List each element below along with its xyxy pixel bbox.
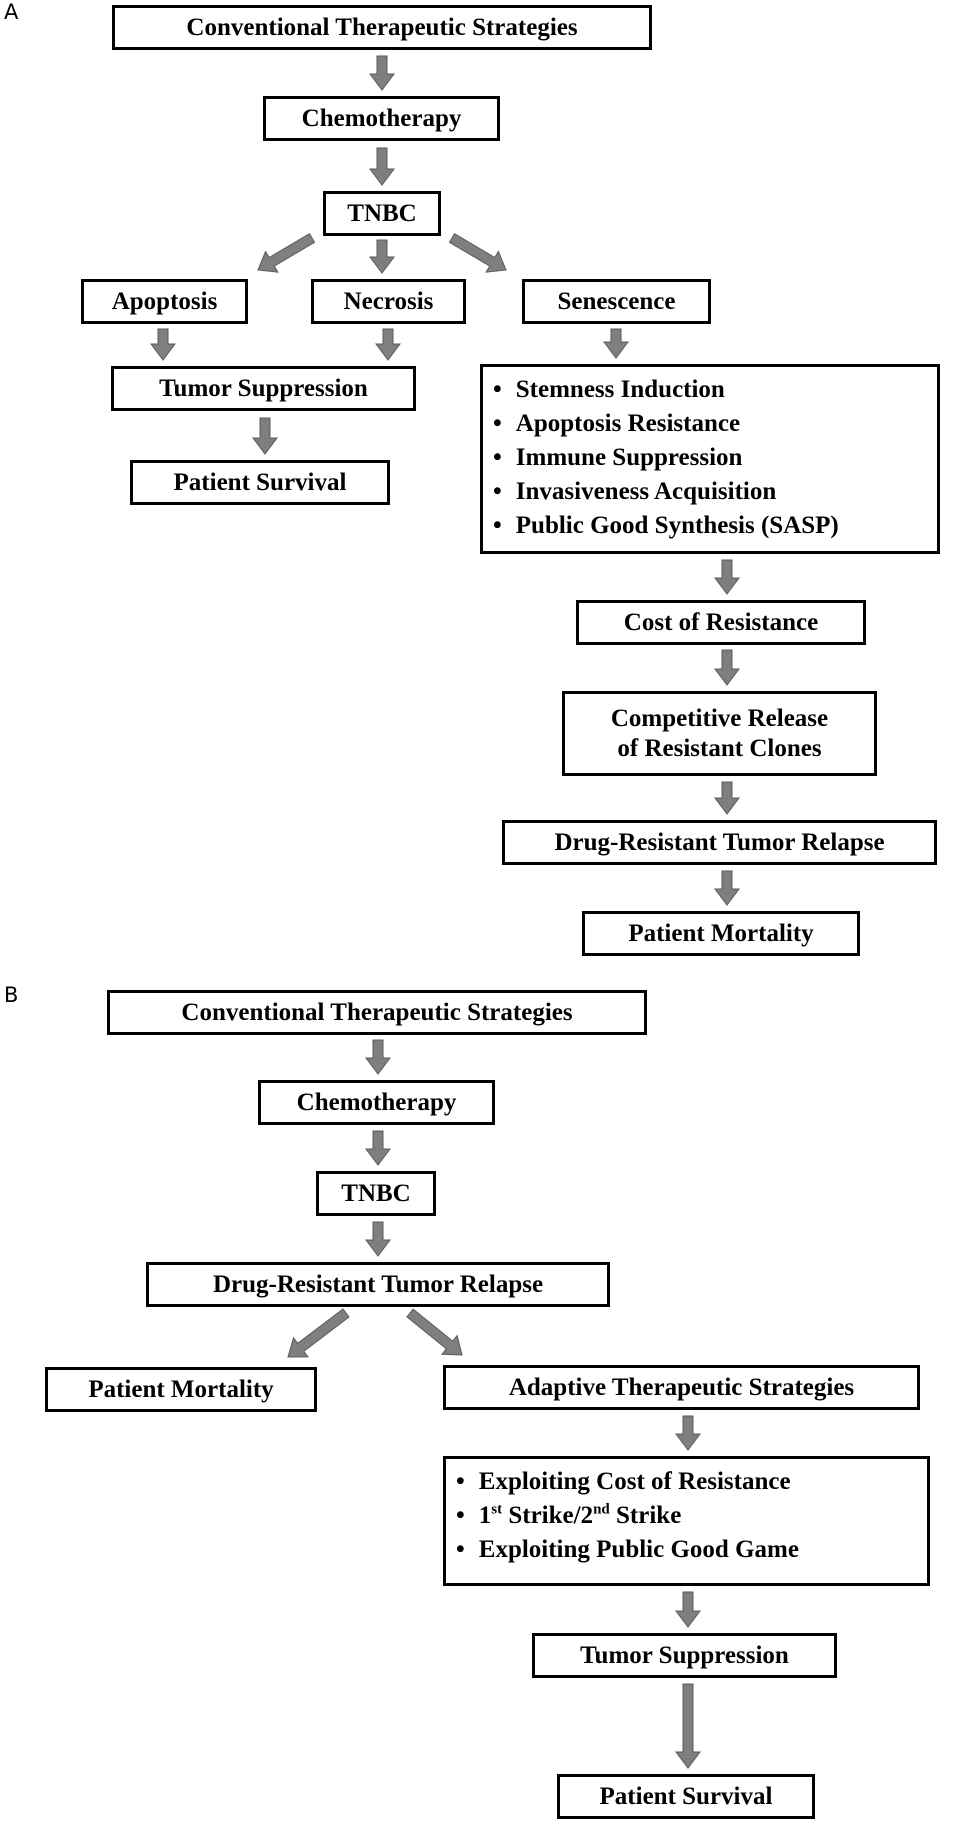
strategies-list: Exploiting Cost of Resistance 1st Strike… (456, 1465, 799, 1567)
b-tumor-suppression-box: Tumor Suppression (532, 1633, 837, 1678)
a-apoptosis-box: Apoptosis (81, 279, 248, 324)
strike-first-suffix: st (491, 1501, 503, 1518)
b-tnbc-box: TNBC (316, 1171, 436, 1216)
b-patient-survival-box: Patient Survival (557, 1774, 815, 1819)
b-relapse-box: Drug-Resistant Tumor Relapse (146, 1262, 610, 1307)
arrow-icon (365, 1130, 391, 1166)
arrow-icon (369, 239, 395, 274)
strike-second-suffix: nd (593, 1501, 610, 1518)
arrow-icon (714, 781, 740, 815)
effect-item: Stemness Induction (493, 373, 839, 407)
arrow-icon (675, 1415, 701, 1451)
a-competitive-release-box: Competitive Release of Resistant Clones (562, 691, 877, 776)
b-adaptive-strategies-box: Adaptive Therapeutic Strategies (443, 1365, 920, 1410)
b-patient-mortality-box: Patient Mortality (45, 1367, 317, 1412)
arrow-icon (714, 870, 740, 906)
a-cost-of-resistance-box: Cost of Resistance (576, 600, 866, 645)
b-strategies-box: Exploiting Cost of Resistance 1st Strike… (443, 1456, 930, 1586)
strategy-item: Exploiting Public Good Game (456, 1533, 799, 1567)
strike-first-number: 1 (478, 1502, 492, 1529)
arrow-icon (448, 233, 507, 273)
a-necrosis-box: Necrosis (311, 279, 466, 324)
panel-a-label: A (4, 0, 19, 24)
a-senescence-box: Senescence (522, 279, 711, 324)
a-relapse-box: Drug-Resistant Tumor Relapse (502, 820, 937, 865)
effect-item: Immune Suppression (493, 441, 839, 475)
arrow-icon (714, 649, 740, 686)
competitive-release-line1: Competitive Release (610, 704, 829, 732)
arrow-icon (365, 1221, 391, 1257)
arrow-icon (603, 328, 629, 359)
effect-item: Apoptosis Resistance (493, 407, 839, 441)
strategy-item: 1st Strike/2nd Strike (456, 1499, 799, 1533)
effect-item: Public Good Synthesis (SASP) (493, 509, 839, 543)
arrow-icon (406, 1308, 463, 1356)
a-chemotherapy-box: Chemotherapy (263, 96, 500, 141)
b-conventional-strategies-box: Conventional Therapeutic Strategies (107, 990, 647, 1035)
arrow-icon (365, 1039, 391, 1075)
a-tumor-suppression-box: Tumor Suppression (111, 366, 416, 411)
arrow-icon (369, 147, 395, 186)
strike-middle-text: Strike/2 (502, 1502, 594, 1529)
a-patient-survival-box: Patient Survival (130, 460, 390, 505)
arrow-icon (257, 233, 316, 273)
arrow-icon (150, 328, 176, 361)
strike-end-text: Strike (609, 1502, 682, 1529)
arrow-icon (714, 559, 740, 595)
panel-b-label: B (4, 983, 19, 1007)
arrow-icon (369, 55, 395, 91)
senescence-effects-list: Stemness Induction Apoptosis Resistance … (493, 373, 839, 543)
strategy-item: Exploiting Cost of Resistance (456, 1465, 799, 1499)
a-conventional-strategies-box: Conventional Therapeutic Strategies (112, 5, 652, 50)
arrow-icon (252, 417, 278, 455)
arrow-icon (375, 328, 401, 361)
arrow-icon (675, 1591, 701, 1628)
arrow-icon (287, 1308, 350, 1358)
competitive-release-line2: of Resistant Clones (617, 734, 822, 762)
a-tnbc-box: TNBC (323, 191, 441, 236)
a-patient-mortality-box: Patient Mortality (582, 911, 860, 956)
a-senescence-effects-box: Stemness Induction Apoptosis Resistance … (480, 364, 940, 554)
effect-item: Invasiveness Acquisition (493, 475, 839, 509)
arrow-icon (675, 1683, 701, 1769)
b-chemotherapy-box: Chemotherapy (258, 1080, 495, 1125)
